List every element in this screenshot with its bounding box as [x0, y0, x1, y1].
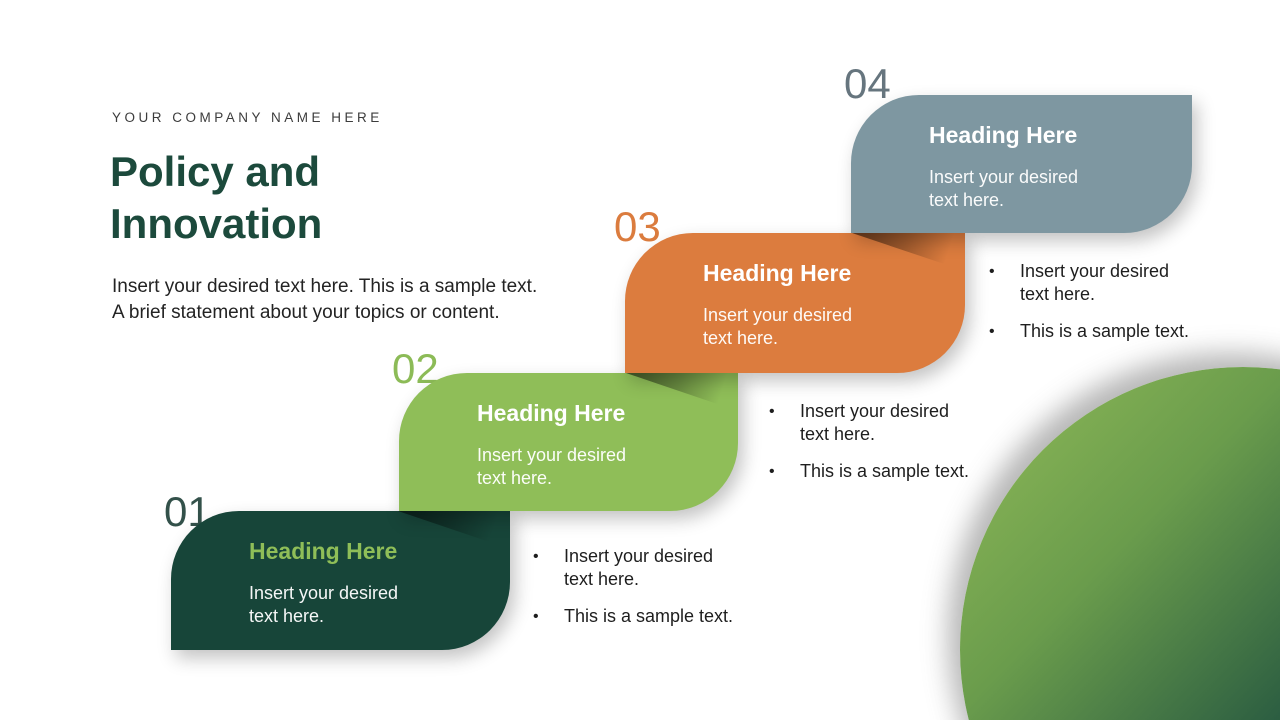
- decorative-circle: [960, 367, 1280, 720]
- list-item: • This is a sample text.: [769, 460, 982, 483]
- bullet-text: This is a sample text.: [564, 606, 734, 626]
- page-title: Policy and Innovation: [110, 146, 322, 250]
- list-item: • Insert your desired text here.: [533, 545, 746, 591]
- company-name: YOUR COMPANY NAME HERE: [112, 110, 383, 125]
- card-heading: Heading Here: [249, 538, 398, 564]
- step-card-04: Heading Here Insert your desired text he…: [851, 95, 1192, 233]
- bullet-list-03: • Insert your desired text here. • This …: [989, 260, 1202, 357]
- bullet-icon: •: [989, 263, 995, 280]
- bullet-text: This is a sample text.: [1020, 321, 1190, 341]
- bullet-list-01: • Insert your desired text here. • This …: [533, 545, 746, 642]
- card-body: Insert your desired text here.: [929, 167, 1079, 210]
- bullet-text: Insert your desired text here.: [800, 401, 950, 444]
- bullet-text: Insert your desired text here.: [564, 546, 714, 589]
- step-card-03: Heading Here Insert your desired text he…: [625, 233, 965, 373]
- card-body: Insert your desired text here.: [477, 445, 627, 488]
- page-title-line-2: Innovation: [110, 200, 323, 247]
- bullet-text: This is a sample text.: [800, 461, 970, 481]
- subtitle-line-2: A brief statement about your topics or c…: [112, 301, 500, 323]
- step-number-03: 03: [614, 203, 661, 250]
- bullet-icon: •: [533, 548, 539, 565]
- bullet-icon: •: [989, 323, 995, 340]
- step-number-04: 04: [844, 60, 891, 107]
- card-body: Insert your desired text here.: [249, 583, 399, 626]
- slide-subtitle: Insert your desired text here. This is a…: [112, 274, 537, 325]
- list-item: • This is a sample text.: [533, 605, 746, 628]
- card-body: Insert your desired text here.: [703, 305, 853, 348]
- list-item: • Insert your desired text here.: [989, 260, 1202, 306]
- card-heading: Heading Here: [477, 400, 626, 426]
- bullet-icon: •: [533, 608, 539, 625]
- bullet-icon: •: [769, 463, 775, 480]
- bullet-list-02: • Insert your desired text here. • This …: [769, 400, 982, 497]
- list-item: • Insert your desired text here.: [769, 400, 982, 446]
- list-item: • This is a sample text.: [989, 320, 1202, 343]
- subtitle-line-1: Insert your desired text here. This is a…: [112, 276, 538, 297]
- bullet-text: Insert your desired text here.: [1020, 261, 1170, 304]
- bullet-icon: •: [769, 403, 775, 420]
- step-card-02: Heading Here Insert your desired text he…: [399, 373, 738, 511]
- step-card-01: Heading Here Insert your desired text he…: [171, 511, 510, 650]
- page-title-line-1: Policy and: [110, 148, 321, 195]
- card-heading: Heading Here: [703, 260, 852, 286]
- card-heading: Heading Here: [929, 122, 1078, 148]
